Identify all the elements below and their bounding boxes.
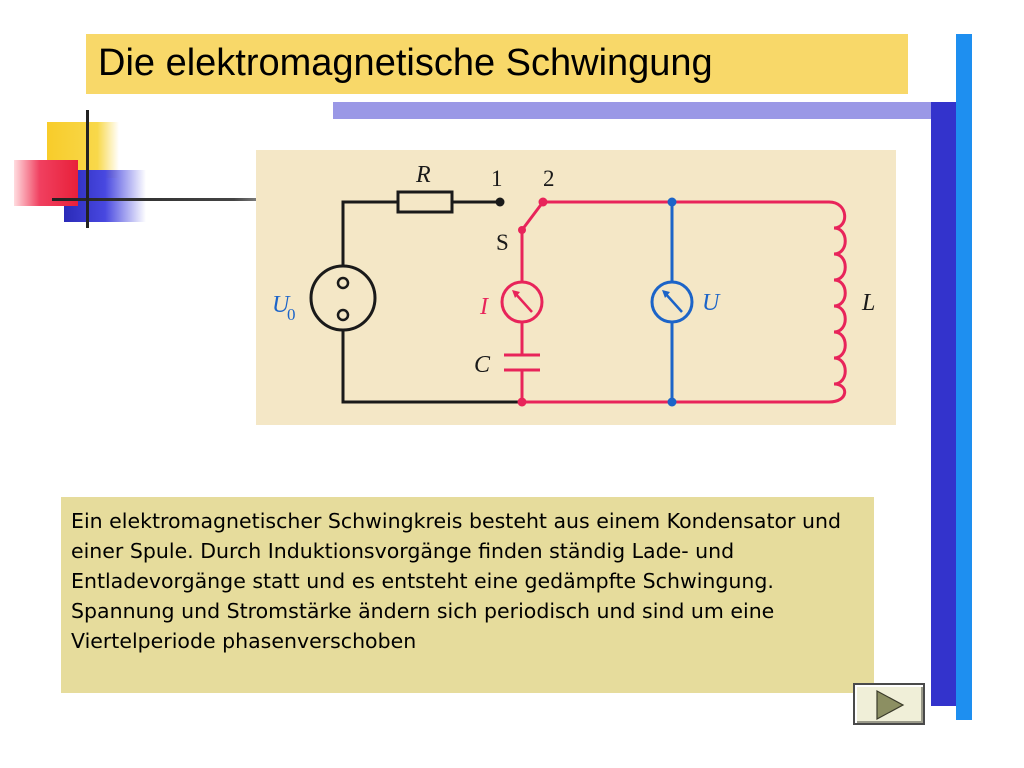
red-wires <box>504 200 847 404</box>
next-slide-button[interactable] <box>853 683 925 725</box>
resistor-symbol <box>396 190 454 214</box>
logo-horizontal-line <box>52 198 312 201</box>
slide-title: Die elektromagnetische Schwingung <box>98 42 713 84</box>
junction-red <box>517 397 527 407</box>
switch-contact-1 <box>495 197 505 207</box>
voltage-source-symbol <box>309 264 377 332</box>
title-bar: Die elektromagnetische Schwingung <box>86 34 908 94</box>
voltage-source-terminal-bottom <box>336 308 350 322</box>
label-switch-position-1: 1 <box>491 166 503 191</box>
label-switch: S <box>496 230 509 255</box>
description-box: Ein elektromagnetischer Schwingkreis bes… <box>61 497 874 693</box>
circuit-diagram: R U 0 I C U L 1 2 S <box>256 150 896 425</box>
decorative-lavender-line <box>333 102 931 119</box>
label-inductor: L <box>861 290 875 316</box>
description-text: Ein elektromagnetischer Schwingkreis bes… <box>71 509 841 653</box>
junction-blue-bottom <box>667 397 677 407</box>
voltage-source-terminal-top <box>336 276 350 290</box>
label-voltage: U <box>702 290 721 316</box>
junction-blue-top <box>667 197 677 207</box>
ammeter-needle-tip <box>512 290 520 298</box>
decorative-light-blue-bar <box>956 34 972 720</box>
switch-pivot <box>518 226 526 234</box>
switch-contact-2 <box>538 197 548 207</box>
label-switch-position-2: 2 <box>543 166 555 191</box>
label-resistor: R <box>415 162 431 188</box>
label-source-subscript: 0 <box>287 305 296 324</box>
logo-vertical-line <box>86 110 89 228</box>
label-current: I <box>479 294 489 320</box>
black-wires <box>341 200 518 404</box>
voltmeter-needle-tip <box>662 290 670 298</box>
label-source-u: U <box>272 292 291 318</box>
decorative-dark-blue-bar <box>931 102 956 706</box>
play-triangle-icon <box>876 690 905 720</box>
label-capacitor: C <box>474 352 491 378</box>
